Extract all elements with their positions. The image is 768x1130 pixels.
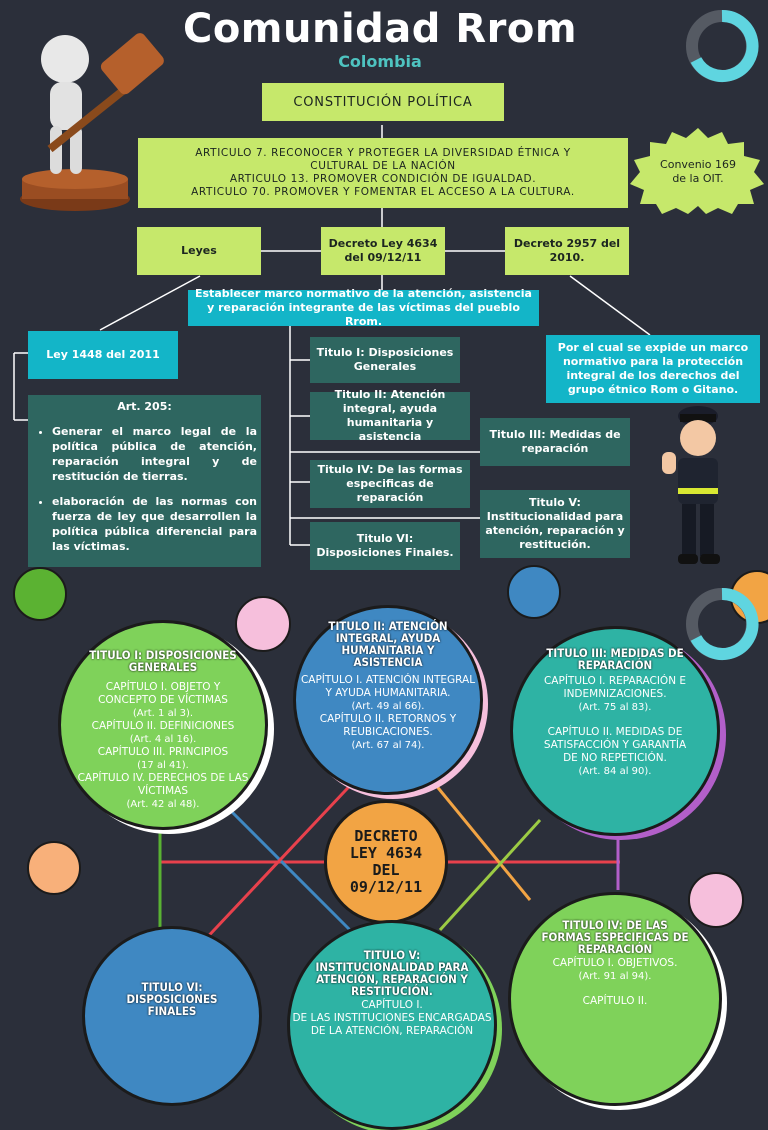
circle-body: CAPÍTULO I. REPARACIÓN E INDEMNIZACIONES… [540, 675, 690, 778]
convenio-starburst [630, 128, 764, 214]
art-205-box: Art. 205: Generar el marco legal de la p… [28, 395, 261, 567]
leyes-box: Leyes [137, 227, 261, 275]
chapter-ref: (Art. 42 al 48). [126, 799, 200, 810]
titulo-v-box: Titulo V: Institucionalidad para atenció… [480, 490, 630, 558]
circle-body: CAPÍTULO I. ATENCIÓN INTEGRAL Y AYUDA HU… [298, 674, 478, 752]
chapter-ref: (Art. 75 al 83). [578, 702, 652, 713]
chapter-item: CAPÍTULO I. ATENCIÓN INTEGRAL Y AYUDA HU… [300, 674, 476, 699]
art-205-title: Art. 205: [117, 400, 172, 413]
chapter-ref: (Art. 84 al 90). [578, 766, 652, 777]
por-el-cual-box: Por el cual se expide un marco normativo… [546, 335, 760, 403]
titulo-i-box: Titulo I: Disposiciones Generales [310, 337, 460, 383]
decreto-4634-box: Decreto Ley 4634 del 09/12/11 [321, 227, 445, 275]
chapter-ref: (Art. 67 al 74). [351, 740, 425, 751]
circle-title: TITULO I: DISPOSICIONES GENERALES [89, 648, 237, 674]
chapter-item: CAPÍTULO III. PRINCIPIOS [97, 746, 229, 758]
art-205-item: elaboración de las normas con fuerza de … [52, 494, 257, 554]
decor-dot [235, 596, 291, 652]
convenio-label: Convenio 169 de la OIT. [660, 158, 736, 185]
chapter-item: CAPÍTULO II. DEFINICIONES [91, 720, 235, 732]
chapter-ref: (Art. 49 al 66). [351, 701, 425, 712]
chapter-ref: (Art. 91 al 94). [578, 971, 652, 982]
circle-title: TITULO VI: DISPOSICIONES FINALES [126, 980, 218, 1018]
circle-body: CAPÍTULO I. DE LAS INSTITUCIONES ENCARGA… [292, 999, 492, 1038]
circle-title: TITULO III: MEDIDAS DE REPARACIÓN [546, 646, 684, 672]
decor-dot [688, 872, 744, 928]
titulo-ii-box: Titulo II: Atención integral, ayuda huma… [310, 388, 470, 443]
art-205-list: Generar el marco legal de la política pú… [32, 424, 257, 554]
chapter-item: CAPÍTULO I. OBJETIVOS. [552, 957, 678, 969]
titulo-iii-box: Titulo III: Medidas de reparación [480, 418, 630, 466]
titulo-vi-box: Titulo VI: Disposiciones Finales. [310, 522, 460, 570]
art-205-item: Generar el marco legal de la política pú… [52, 424, 257, 484]
decor-dot [27, 841, 81, 895]
decor-dot [13, 567, 67, 621]
circle-title: TITULO II: ATENCIÓN INTEGRAL, AYUDA HUMA… [328, 619, 448, 669]
chapter-item: CAPÍTULO I. REPARACIÓN E INDEMNIZACIONES… [543, 675, 687, 700]
articulo-line: ARTICULO 13. PROMOVER CONDICIÓN DE IGUAL… [229, 173, 537, 185]
chapter-item: CAPÍTULO II. [582, 995, 648, 1007]
titulo-vi-circle: TITULO VI: DISPOSICIONES FINALES [82, 926, 262, 1106]
chapter-ref: (Art. 4 al 16). [129, 734, 197, 745]
chapter-item: CAPÍTULO II. MEDIDAS DE SATISFACCIÓN Y G… [543, 726, 687, 764]
chapter-ref: (Art. 1 al 3). [132, 708, 194, 719]
page-title: Comunidad Rrom [182, 6, 578, 52]
decreto-2957-box: Decreto 2957 del 2010. [505, 227, 629, 275]
chapter-item: CAPÍTULO I. [361, 999, 423, 1011]
titulo-iii-circle: TITULO III: MEDIDAS DE REPARACIÓN CAPÍTU… [510, 626, 720, 836]
chapter-item: CAPÍTULO I. OBJETO Y CONCEPTO DE VÍCTIMA… [98, 681, 228, 706]
titulo-iv-box: Titulo IV: De las formas especificas de … [310, 460, 470, 508]
decreto-center-circle: DECRETO LEY 4634 DEL 09/12/11 [324, 800, 448, 924]
police-officer-icon [662, 406, 720, 564]
articulo-line: CULTURAL DE LA NACIÓN [310, 160, 456, 172]
titulo-iv-circle: TITULO IV: DE LAS FORMAS ESPECIFICAS DE … [508, 892, 722, 1106]
articulo-line: ARTICULO 7. RECONOCER Y PROTEGER LA DIVE… [195, 147, 571, 159]
ley-1448-box: Ley 1448 del 2011 [28, 331, 178, 379]
chapter-item: DE LAS INSTITUCIONES ENCARGADAS DE LA AT… [292, 1012, 492, 1037]
constitucion-box: CONSTITUCIÓN POLÍTICA [262, 83, 504, 121]
titulo-ii-circle: TITULO II: ATENCIÓN INTEGRAL, AYUDA HUMA… [293, 605, 483, 795]
gavel-figure-icon [20, 33, 164, 211]
articulos-box: ARTICULO 7. RECONOCER Y PROTEGER LA DIVE… [138, 138, 628, 208]
circle-title: TITULO V: INSTITUCIONALIDAD PARA ATENCIÓ… [315, 948, 469, 998]
ring-decoration-icon [686, 9, 759, 82]
titulo-v-circle: TITULO V: INSTITUCIONALIDAD PARA ATENCIÓ… [287, 920, 497, 1130]
establecer-box: Establecer marco normativo de la atenció… [188, 287, 539, 328]
center-label: DECRETO LEY 4634 DEL 09/12/11 [349, 827, 423, 896]
circle-body: CAPÍTULO I. OBJETO Y CONCEPTO DE VÍCTIMA… [76, 681, 251, 811]
circle-body: CAPÍTULO I. OBJETIVOS. (Art. 91 al 94). … [540, 957, 690, 1008]
titulo-i-circle: TITULO I: DISPOSICIONES GENERALES CAPÍTU… [58, 620, 268, 830]
articulo-line: ARTICULO 70. PROMOVER Y FOMENTAR EL ACCE… [191, 186, 575, 198]
chapter-item: CAPÍTULO II. RETORNOS Y REUBICACIONES. [319, 713, 457, 738]
connector-lines [13, 125, 651, 546]
chapter-ref: (17 al 41). [137, 760, 189, 771]
ring-decoration-icon [686, 587, 759, 660]
decor-dot [507, 565, 561, 619]
chapter-item: CAPÍTULO IV. DERECHOS DE LAS VÍCTIMAS [77, 772, 249, 797]
circle-title: TITULO IV: DE LAS FORMAS ESPECIFICAS DE … [541, 918, 689, 956]
page-subtitle: Colombia [338, 52, 422, 71]
